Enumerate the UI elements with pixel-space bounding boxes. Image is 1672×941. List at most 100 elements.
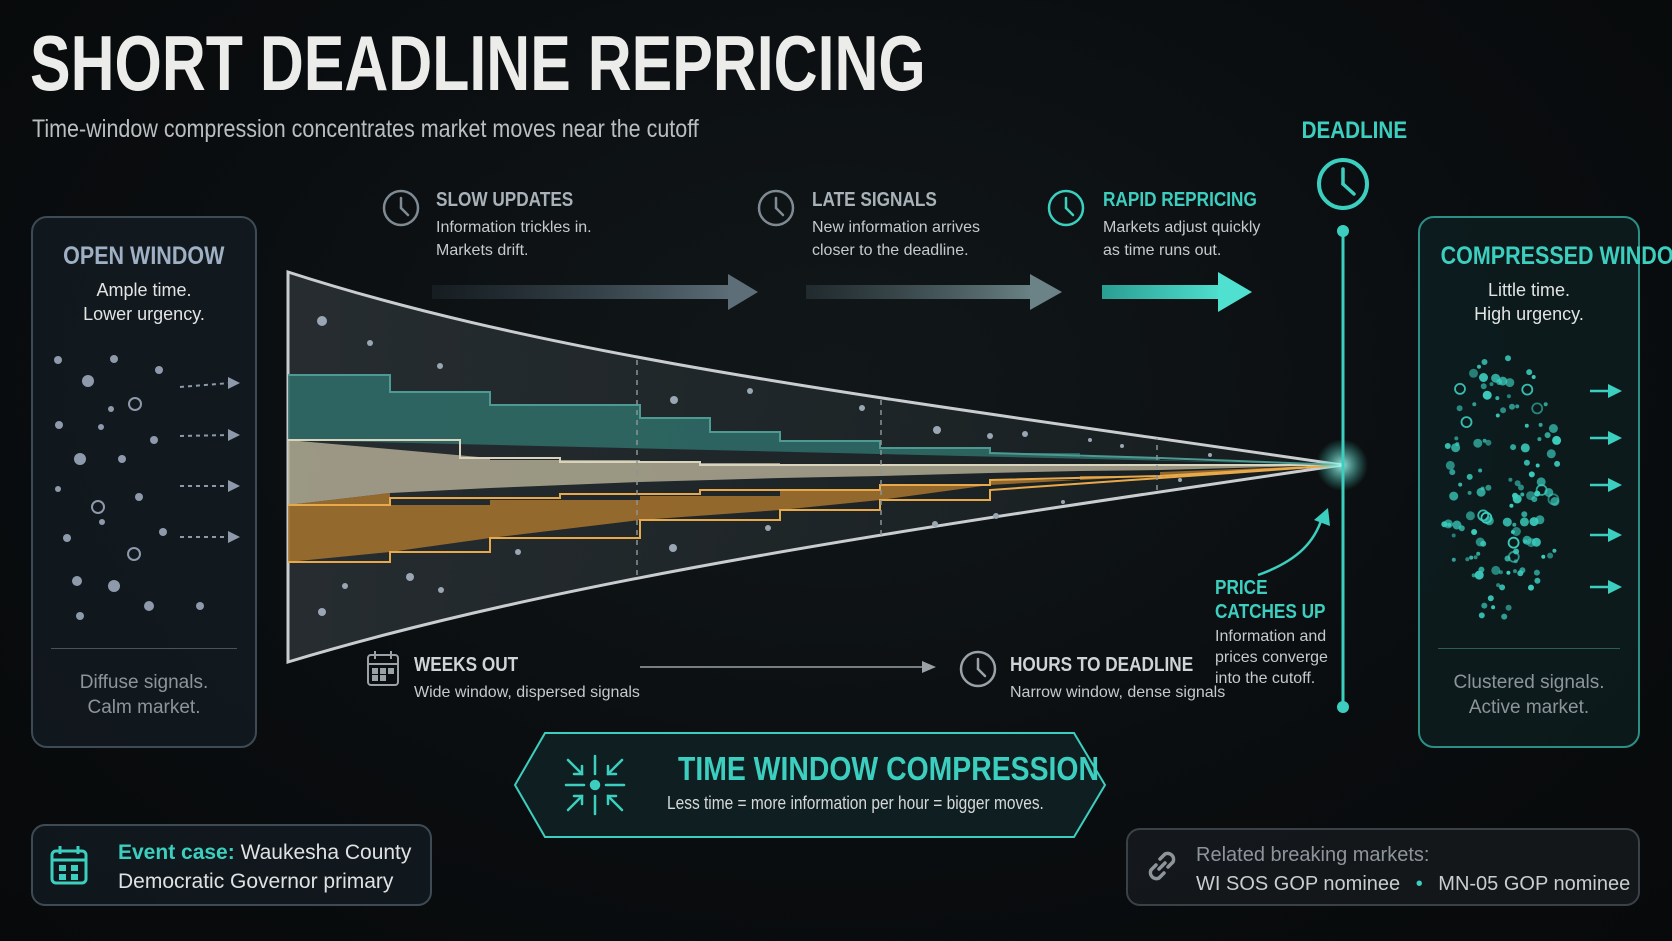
late-signals-clock-icon [757,189,795,227]
page-title: SHORT DEADLINE REPRICING [30,19,926,107]
related-market-link[interactable]: WI SOS GOP nominee [1196,873,1401,895]
price-catches-up-callout: PRICE CATCHES UP Information and prices … [1215,576,1344,689]
step-desc: Markets adjust quickly as time runs out. [1103,216,1282,262]
callout-desc-line: into the cutoff. [1215,670,1316,687]
signal-dot [1451,443,1461,453]
signal-dot [1544,432,1551,439]
compression-title: TIME WINDOW COMPRESSION [678,750,1099,787]
signal-dot [1467,490,1472,495]
signal-dot [1454,436,1459,441]
callout-desc: Information and prices converge into the… [1215,626,1344,689]
signal-dot [1480,383,1487,390]
related-markets-box: Related breaking markets: WI SOS GOP nom… [1126,828,1640,906]
signal-dot [1547,552,1554,559]
step-title: LATE SIGNALS [812,189,937,211]
compressed-window-footer-line: Clustered signals. [1453,672,1605,693]
signal-dot [1531,537,1541,547]
signal-dot [1473,438,1483,448]
signal-dot [1445,460,1455,470]
compressed-window-title: COMPRESSED WINDOW [1440,242,1672,270]
compression-desc: Less time = more information per hour = … [667,793,1044,813]
signal-dot [1535,484,1548,496]
signal-dot [1535,463,1540,468]
signal-dot [1511,527,1521,536]
signal-dot [1508,477,1513,482]
page-subtitle: Time-window compression concentrates mar… [32,115,699,143]
signal-dot [1449,469,1456,476]
timeline-end-desc: Narrow window, dense signals [1010,684,1226,701]
signal-dot [1517,570,1524,577]
compression-box [513,732,1107,838]
compressed-window-arrows [1590,384,1622,594]
signal-dot [1505,604,1512,611]
event-case-box: Event case: Waukesha County Democratic G… [31,824,432,906]
timeline-weeks-out: WEEKS OUT Wide window, dispersed signals [414,654,640,704]
timeline-end-title: HOURS TO DEADLINE [1010,654,1194,676]
signal-dot [1510,530,1515,534]
signal-dot [1502,517,1512,527]
step-arrow-3 [1102,272,1252,312]
weeks-out-calendar-icon [367,651,399,686]
related-market-link[interactable]: MN-05 GOP nominee [1438,873,1631,895]
step-desc-line: closer to the deadline. [812,242,969,259]
signal-dot [1471,573,1476,578]
signal-dot [1474,570,1484,580]
signal-dot [1509,403,1515,410]
open-window-signal-dots [54,355,204,620]
signal-dot [1495,413,1500,418]
rapid-repricing-clock-icon [1047,189,1085,227]
orange-band [288,465,1342,562]
signal-dot [1489,382,1494,387]
signal-dot [1460,416,1473,429]
signal-dot [1475,537,1485,547]
compressed-window-signal-dots [1441,355,1562,620]
hours-to-deadline-clock-icon [959,650,997,688]
signal-dot [1469,368,1478,378]
step-title: SLOW UPDATES [436,189,574,211]
event-case-line1: Waukesha County [240,841,412,864]
signal-dot [1499,584,1506,591]
signal-dot [1548,424,1558,433]
step-desc-line: Markets adjust quickly [1103,219,1261,236]
signal-dot [1510,444,1517,451]
signal-dot [1505,378,1515,388]
signal-dot [1472,402,1477,407]
bullet-separator: • [1415,873,1423,895]
step-arrow-2 [806,274,1062,310]
price-catches-up-arrow [1257,508,1330,577]
step-title: RAPID REPRICING [1103,189,1257,211]
signal-dot [1521,511,1528,518]
teal-band [288,375,1342,465]
step-late-signals: LATE SIGNALS New information arrives clo… [812,189,980,262]
event-case-label: Event case: [118,841,235,864]
signal-dot [1519,517,1529,527]
signal-dot [1520,492,1525,497]
step-desc: New information arrives closer to the de… [812,216,980,262]
signal-dot [1451,557,1456,562]
signal-dot [1507,536,1520,549]
signal-dot [1552,435,1562,445]
signal-dot [1491,373,1501,383]
signal-dot [1518,484,1524,491]
signal-dot [1513,548,1520,555]
step-arrow-1 [432,274,758,310]
deadline-label: DEADLINE [1301,117,1408,144]
signal-dot [1456,405,1463,412]
callout-desc-line: prices converge [1215,649,1328,666]
step-desc-line: New information arrives [812,219,981,236]
signal-dot [1444,443,1451,449]
signal-dot [1505,355,1511,362]
signal-dot [1536,477,1546,487]
divider [51,648,237,649]
compressed-window-footer: Clustered signals. Active market. [1420,670,1638,720]
callout-title: PRICE CATCHES UP [1215,577,1326,623]
signal-dot [1528,584,1534,591]
beige-band [288,440,1342,505]
event-case-text: Event case: Waukesha County Democratic G… [118,838,411,896]
signal-dot [1473,555,1478,560]
signal-dot [1491,565,1501,575]
calendar-icon [50,846,88,885]
signal-dot [1449,491,1459,501]
step-desc: Information trickles in. Markets drift. [436,216,596,262]
